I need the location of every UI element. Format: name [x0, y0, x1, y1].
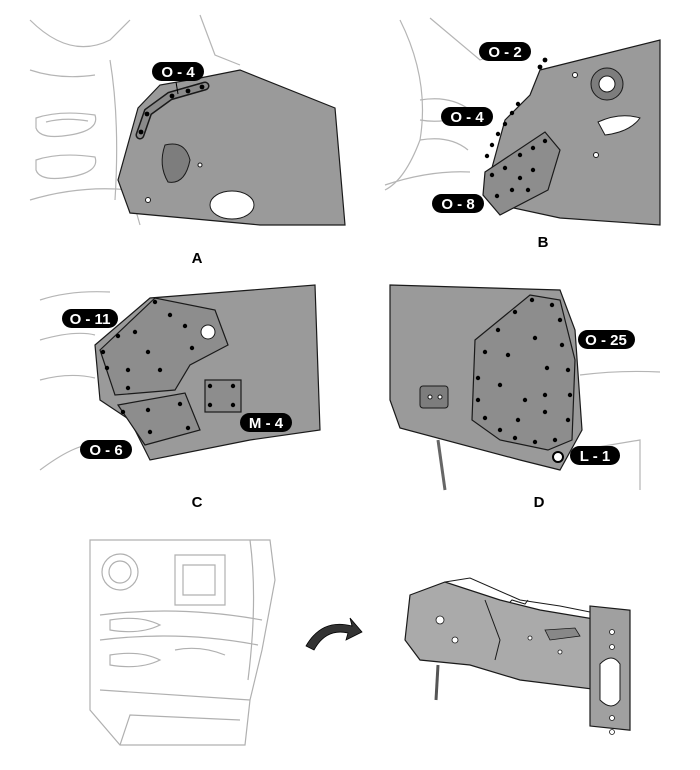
bottom-right-removed-member: [404, 577, 631, 735]
panel-c: O - 11 O - 6 M - 4 C: [39, 284, 321, 511]
panel-a-shaded-part: [117, 69, 346, 226]
callout-a-o4: O - 4: [152, 62, 204, 81]
panel-b-label: B: [538, 234, 549, 251]
callout-b-o4: O - 4: [441, 107, 493, 126]
curved-arrow-icon: [305, 617, 363, 651]
svg-text:O - 4: O - 4: [450, 109, 484, 126]
panel-a-background-lines: [29, 14, 241, 226]
callout-b-o8: O - 8: [432, 194, 484, 213]
callout-b-o2: O - 2: [479, 42, 531, 61]
panel-c-label: C: [192, 494, 203, 511]
callout-c-o11: O - 11: [62, 309, 118, 328]
svg-text:O - 4: O - 4: [161, 64, 195, 81]
callout-c-o6: O - 6: [80, 440, 132, 459]
svg-text:O - 11: O - 11: [70, 311, 111, 328]
panel-b-rivets: [484, 57, 548, 199]
svg-text:O - 6: O - 6: [89, 442, 122, 459]
svg-text:O - 8: O - 8: [441, 196, 474, 213]
bottom-left-vehicle-section: [89, 539, 276, 746]
callout-c-m4: M - 4: [240, 413, 292, 432]
svg-text:O - 25: O - 25: [585, 332, 627, 349]
panel-a-label: A: [192, 250, 203, 267]
panel-a: O - 4 A: [29, 14, 346, 267]
callout-d-l1: L - 1: [570, 446, 620, 465]
panel-c-rivets: [100, 299, 236, 435]
svg-text:O - 2: O - 2: [488, 44, 521, 61]
panel-b: O - 2 O - 4 O - 8 B: [384, 17, 661, 251]
panel-d-label: D: [534, 494, 545, 511]
svg-text:M - 4: M - 4: [249, 415, 284, 432]
callout-d-o25: O - 25: [578, 330, 635, 349]
panel-d: O - 25 L - 1 D: [389, 284, 661, 511]
panel-a-rivets: [138, 84, 205, 135]
panel-d-rivets: [475, 297, 573, 445]
svg-text:L - 1: L - 1: [580, 448, 611, 465]
